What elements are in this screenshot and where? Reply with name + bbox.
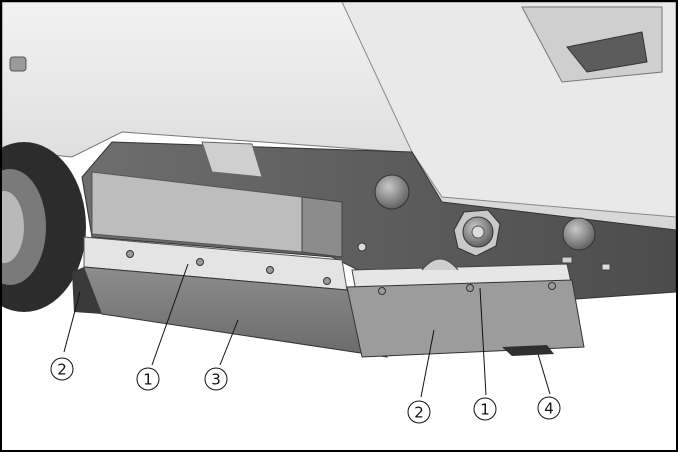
callout-c-left-2: 2 xyxy=(50,357,74,381)
callout-c-right-2: 2 xyxy=(407,400,431,424)
callout-label: 1 xyxy=(143,371,153,389)
upper-deck xyxy=(2,2,676,231)
callout-c-right-1: 1 xyxy=(473,397,497,421)
callout-label: 1 xyxy=(480,401,490,419)
callout-label: 2 xyxy=(414,404,424,422)
wheel xyxy=(2,142,86,312)
left-skirt xyxy=(72,236,388,358)
housing-fittings xyxy=(357,174,611,271)
callout-c-right-4: 4 xyxy=(537,396,561,420)
callout-c-left-1: 1 xyxy=(136,367,160,391)
callout-label: 4 xyxy=(544,400,554,418)
callout-c-mid-3: 3 xyxy=(204,367,228,391)
leader-lines xyxy=(63,263,551,398)
callout-label: 3 xyxy=(211,371,221,389)
right-skirt xyxy=(346,258,585,358)
callout-label: 2 xyxy=(57,361,67,379)
